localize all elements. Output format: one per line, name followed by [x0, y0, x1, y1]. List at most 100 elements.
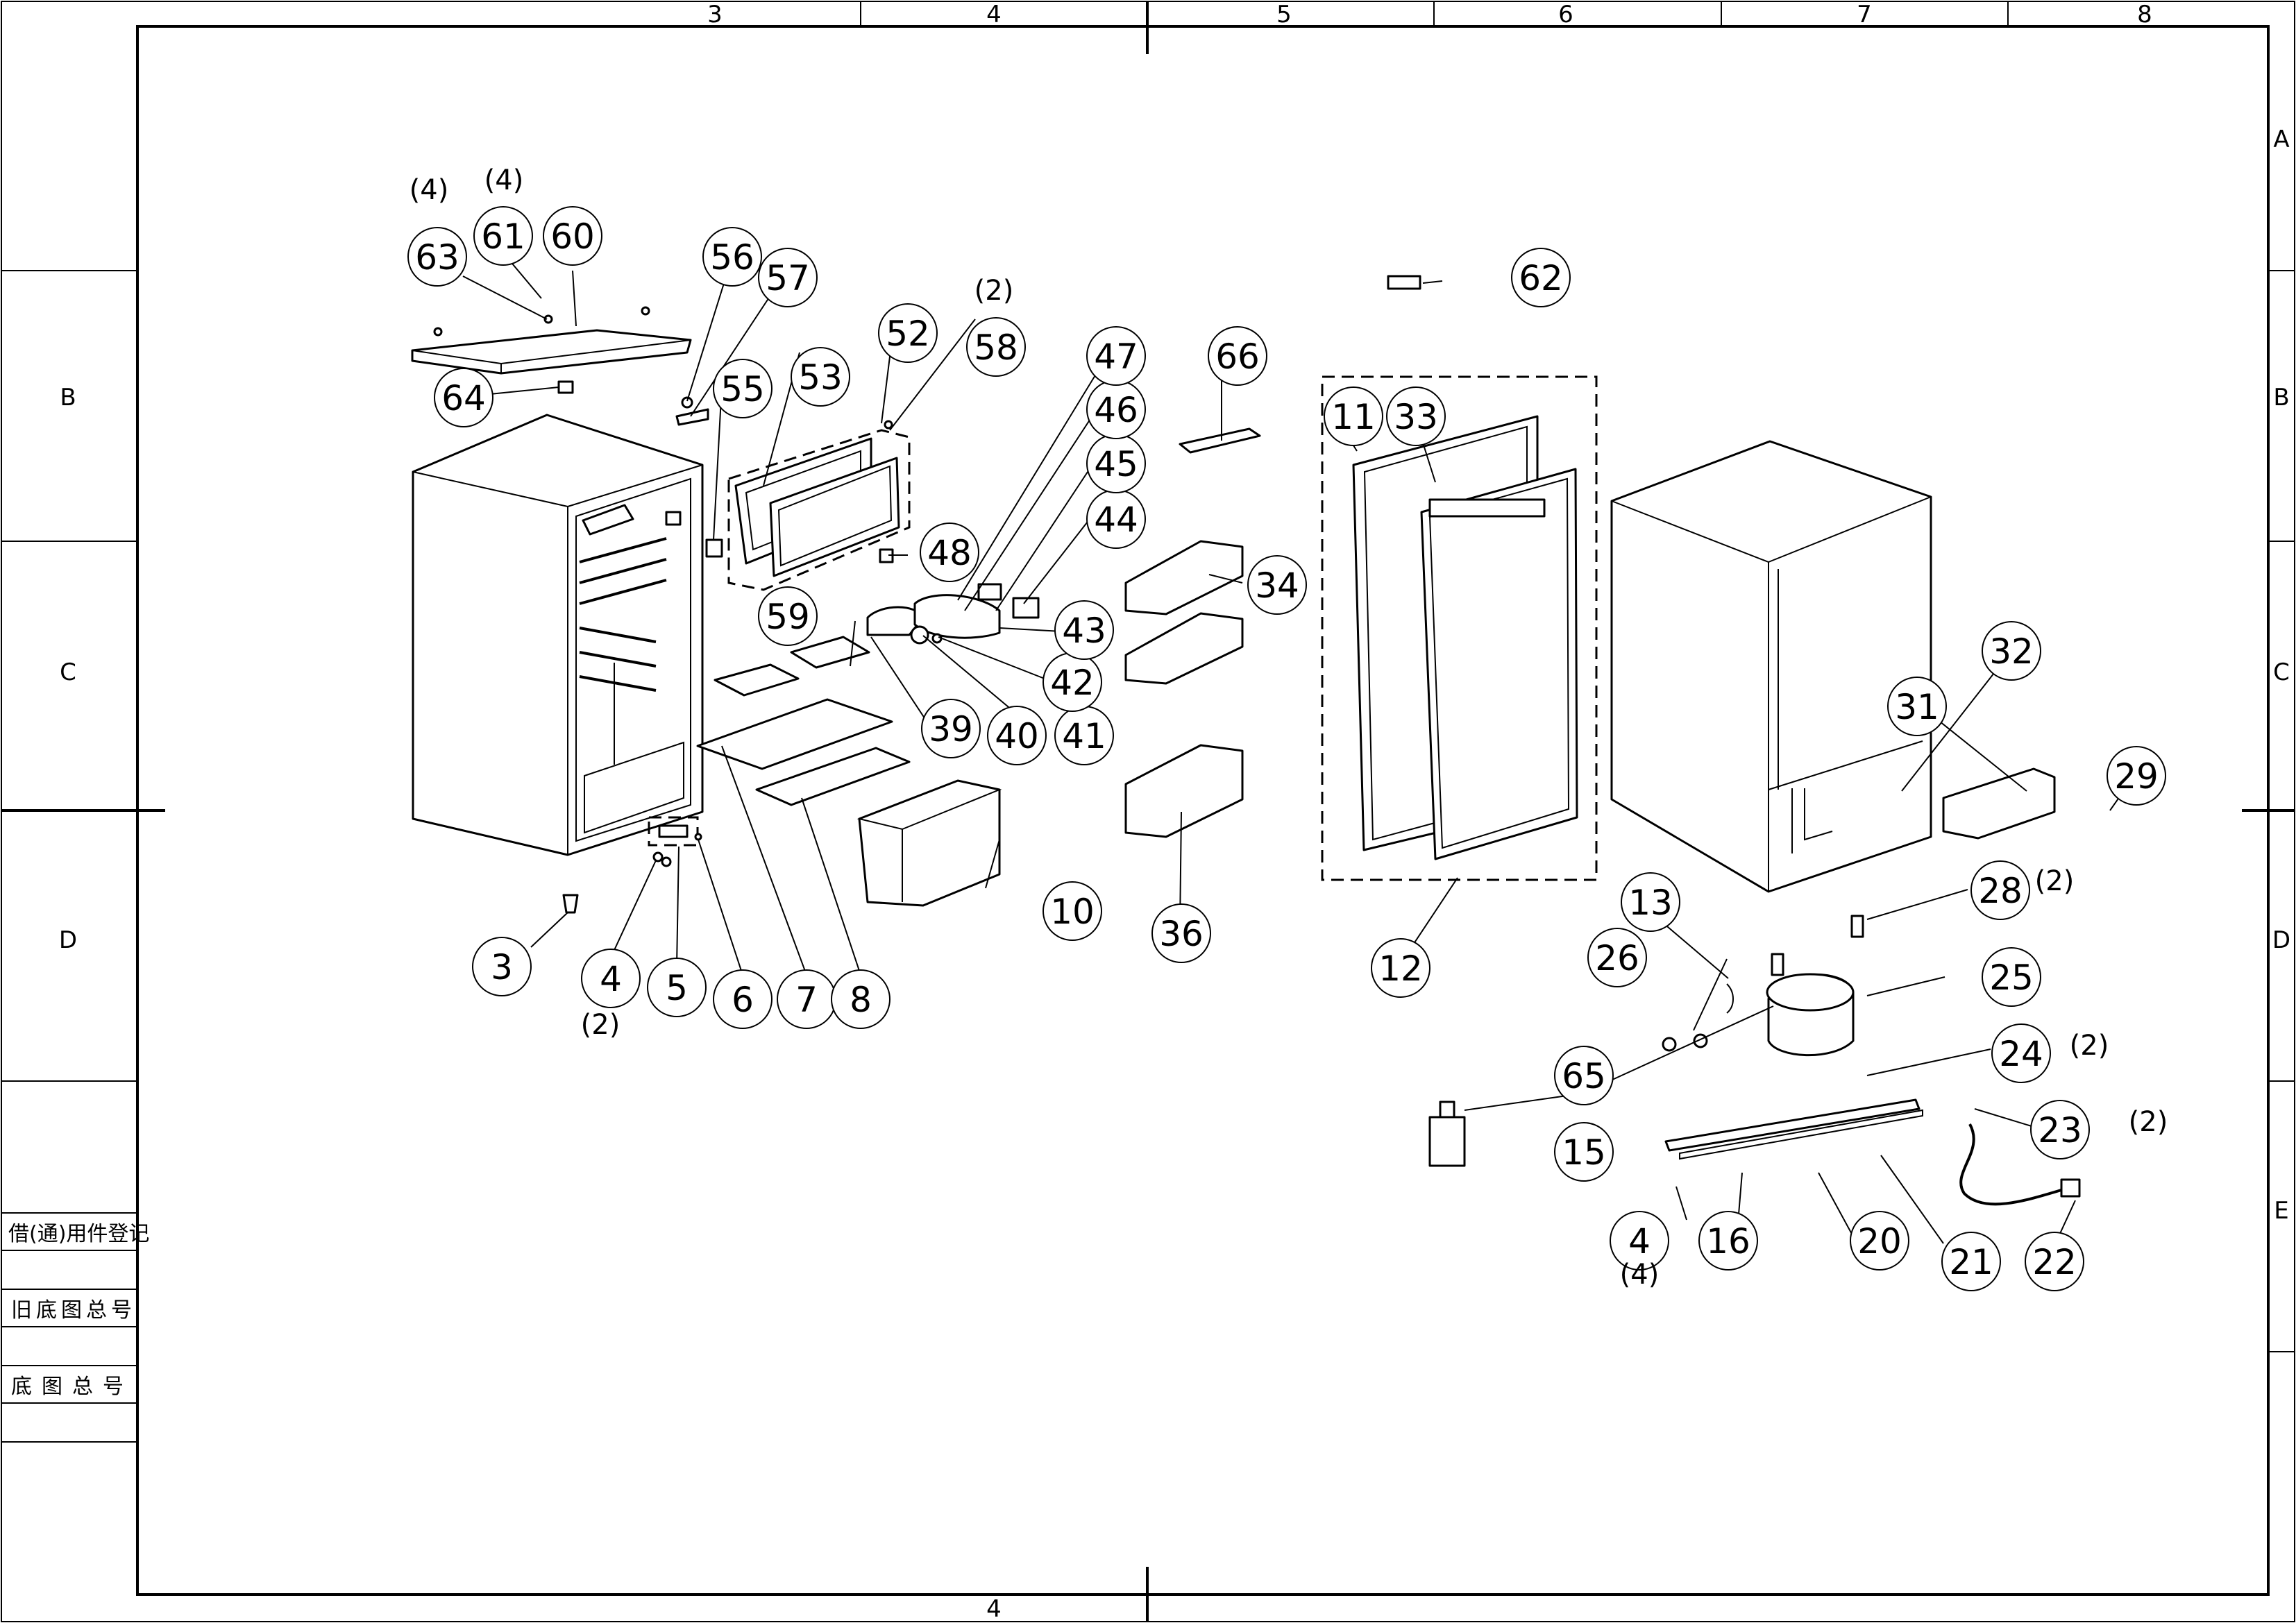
callout-balloon	[434, 368, 493, 427]
callout-33: 33	[1386, 386, 1446, 446]
door-bins	[1124, 540, 1244, 838]
callout-quantity: (2)	[2070, 1030, 2109, 1062]
callout-number: 47	[1094, 337, 1138, 377]
callout-balloon	[2107, 746, 2166, 806]
callout-balloon	[647, 958, 707, 1017]
callout-20: 20	[1850, 1211, 1909, 1271]
callout-23: 23(2)	[2030, 1100, 2168, 1159]
callout-number: 4	[1628, 1221, 1651, 1261]
callout-number: 62	[1519, 258, 1563, 298]
callout-number: 61	[481, 216, 525, 257]
callout-64: 64	[434, 368, 493, 427]
callout-number: 4	[600, 959, 622, 999]
callout-balloon	[1511, 248, 1571, 307]
title-old-master-no: 旧底图总号	[11, 1298, 136, 1323]
callout-balloon	[966, 317, 1026, 377]
zone-row-b: B	[2273, 384, 2289, 411]
callout-40: 40	[987, 706, 1047, 765]
callout-number: 20	[1857, 1221, 1902, 1261]
callout-balloon	[1982, 621, 2041, 681]
callout-balloon	[1043, 881, 1102, 941]
callout-balloon	[758, 586, 818, 646]
callout-balloon	[1554, 1046, 1614, 1105]
callout-42: 42	[1043, 652, 1102, 712]
callout-balloon	[2030, 1100, 2090, 1159]
callout-number: 65	[1562, 1056, 1606, 1096]
callout-number: 13	[1628, 883, 1673, 923]
zone-row-b-left: B	[60, 384, 76, 411]
callout-balloon	[1850, 1211, 1909, 1271]
callout-balloon	[713, 969, 773, 1029]
callout-number: 12	[1378, 949, 1423, 989]
callout-48: 48	[920, 522, 979, 582]
callout-31: 31	[1887, 677, 1947, 736]
callout-4: 4(4)	[1610, 1211, 1669, 1291]
callout-number: 23	[2038, 1110, 2082, 1150]
callout-balloon	[791, 347, 850, 407]
zone-col-5: 5	[1276, 1, 1292, 28]
callout-balloon	[1386, 386, 1446, 446]
fresh-food-door-group	[1321, 375, 1598, 881]
callout-number: 43	[1062, 611, 1106, 651]
callout-balloon	[758, 248, 818, 307]
callout-12: 12	[1371, 938, 1430, 998]
zone-col-6: 6	[1558, 1, 1573, 28]
callout-58: 58(2)	[966, 275, 1026, 377]
callout-balloon	[1054, 600, 1114, 660]
compressor-base-plate	[1664, 1098, 1923, 1160]
leader-lines	[462, 255, 2135, 1246]
callout-11: 11	[1324, 386, 1383, 446]
rubber-grommets	[1662, 983, 1734, 1052]
callout-quantity: (2)	[2035, 865, 2075, 897]
callout-number: 46	[1094, 390, 1138, 430]
callout-number: 33	[1394, 397, 1438, 437]
zone-col-7: 7	[1857, 1, 1872, 28]
callout-number: 10	[1050, 892, 1095, 932]
ice-tray	[1179, 427, 1261, 454]
lamp-switch	[705, 538, 723, 558]
callout-number: 29	[2114, 756, 2159, 797]
callout-56: 56	[702, 227, 762, 287]
zone-row-e: E	[2274, 1197, 2288, 1225]
callout-balloon	[1086, 326, 1146, 386]
compressor	[1766, 915, 1864, 1057]
callout-number: 59	[766, 597, 810, 637]
callout-number: 63	[415, 237, 459, 278]
callout-47: 47	[1086, 326, 1146, 386]
callout-43: 43	[1054, 600, 1114, 660]
callout-balloon	[713, 359, 773, 418]
door-handle-trim	[1387, 275, 1421, 290]
callout-60: 60	[543, 206, 602, 266]
callout-41: 41	[1054, 706, 1114, 765]
callout-balloon	[1587, 928, 1647, 987]
callout-balloon	[581, 949, 641, 1008]
callout-46: 46	[1086, 380, 1146, 439]
callout-29: 29	[2107, 746, 2166, 806]
callout-57: 57	[758, 248, 818, 307]
callout-21: 21	[1941, 1232, 2001, 1291]
callout-balloon	[1247, 555, 1307, 615]
callout-number: 5	[666, 968, 688, 1008]
callout-balloon	[1610, 1211, 1669, 1271]
callout-balloon	[921, 699, 981, 758]
callout-55: 55	[713, 359, 773, 418]
zone-bottom-4: 4	[986, 1595, 1002, 1623]
callout-number: 25	[1989, 958, 2034, 998]
callout-36: 36	[1151, 903, 1211, 963]
callout-65: 65	[1554, 1046, 1614, 1105]
callout-balloon	[1982, 947, 2041, 1007]
callout-balloon	[1371, 938, 1430, 998]
zone-row-d-left: D	[59, 926, 77, 954]
callout-62: 62	[1511, 248, 1571, 307]
title-block: 借(通)用件登记 旧底图总号 底图总号	[8, 1222, 149, 1399]
callout-number: 60	[550, 216, 595, 257]
callout-balloon	[472, 937, 532, 996]
cabinet-rear-view	[1610, 440, 1932, 893]
manual-bottle	[1428, 1101, 1466, 1167]
freezer-door-group	[727, 420, 911, 591]
callout-balloon	[878, 303, 938, 363]
cabinet-body	[412, 414, 704, 856]
